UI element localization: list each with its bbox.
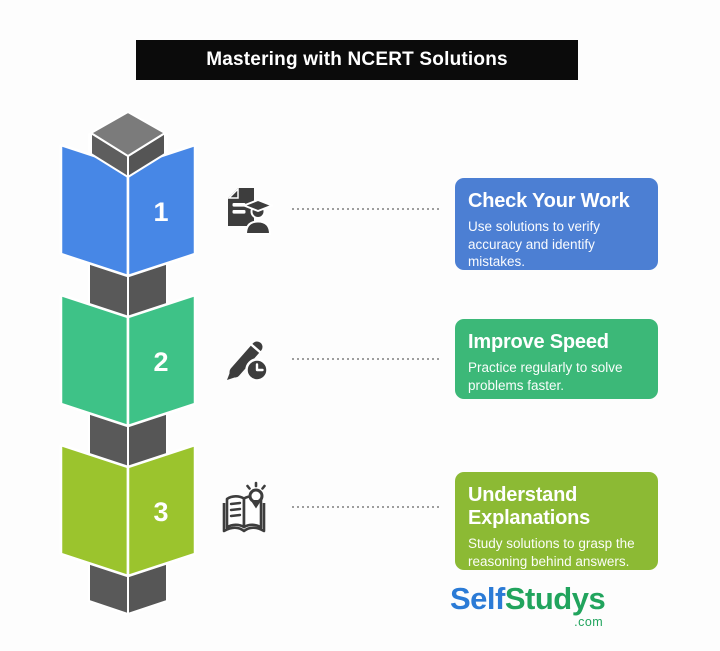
step-card-understand-explanations: Understand Explanations Study solutions … xyxy=(455,472,658,570)
step-number-1: 1 xyxy=(153,197,168,227)
cube-step-2 xyxy=(59,293,197,428)
cube-tower: 1 2 3 xyxy=(59,111,197,615)
pen-clock-icon xyxy=(227,341,269,382)
card-description: Practice regularly to solve problems fas… xyxy=(468,360,623,393)
card-title: Understand Explanations xyxy=(468,484,591,529)
step-number-2: 2 xyxy=(153,347,168,377)
cube-step-1 xyxy=(59,143,197,278)
dotted-connector-2 xyxy=(292,358,439,360)
logo-part-self: Self xyxy=(450,581,505,616)
title-banner: Mastering with NCERT Solutions xyxy=(136,40,578,80)
step-card-check-your-work: Check Your Work Use solutions to verify … xyxy=(455,178,658,270)
page-title: Mastering with NCERT Solutions xyxy=(206,49,508,70)
document-graduate-icon xyxy=(227,187,273,235)
logo-part-studys: Studys xyxy=(504,581,606,616)
top-gray-cube xyxy=(90,111,166,178)
logo-wordmark: SelfStudys xyxy=(450,581,606,616)
card-title: Improve Speed xyxy=(468,331,609,353)
cube-step-3 xyxy=(59,443,197,578)
card-description: Use solutions to verify accuracy and ide… xyxy=(468,219,601,270)
selfstudys-logo: SelfStudys .com xyxy=(450,581,606,629)
logo-suffix: .com xyxy=(574,615,604,629)
step-card-improve-speed: Improve Speed Practice regularly to solv… xyxy=(455,319,658,399)
step-number-3: 3 xyxy=(153,497,168,527)
dotted-connector-1 xyxy=(292,208,439,210)
card-description: Study solutions to grasp the reasoning b… xyxy=(468,536,635,569)
card-title: Check Your Work xyxy=(468,190,630,212)
dotted-connector-3 xyxy=(292,506,439,508)
book-lightbulb-icon xyxy=(222,481,266,533)
